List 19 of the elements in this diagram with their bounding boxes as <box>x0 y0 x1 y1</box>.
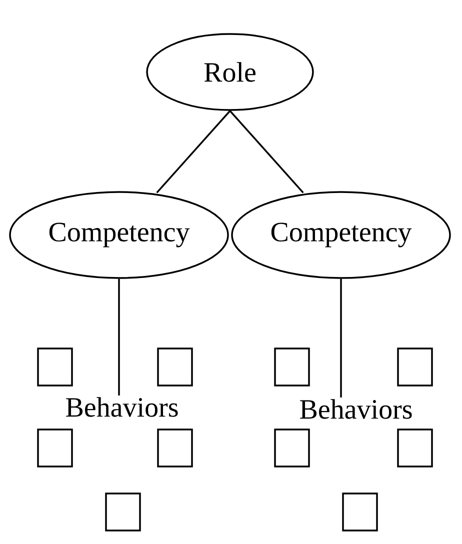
ellipse-node: Role <box>146 33 314 111</box>
square <box>105 492 141 532</box>
square <box>37 348 73 386</box>
square <box>37 428 73 468</box>
ellipse-node: Competency <box>9 191 229 279</box>
square <box>157 428 193 468</box>
label-text: Behaviors <box>300 399 412 419</box>
connector-line <box>340 278 342 398</box>
connector-line <box>118 278 120 396</box>
square <box>157 348 193 386</box>
square <box>274 428 310 468</box>
square <box>397 428 433 468</box>
square <box>274 348 310 386</box>
connector-line <box>229 110 304 194</box>
square <box>397 348 433 386</box>
ellipse-node: Competency <box>231 191 451 279</box>
connector-line <box>156 110 231 194</box>
label-text: Behaviors <box>66 397 178 417</box>
square <box>342 492 378 532</box>
